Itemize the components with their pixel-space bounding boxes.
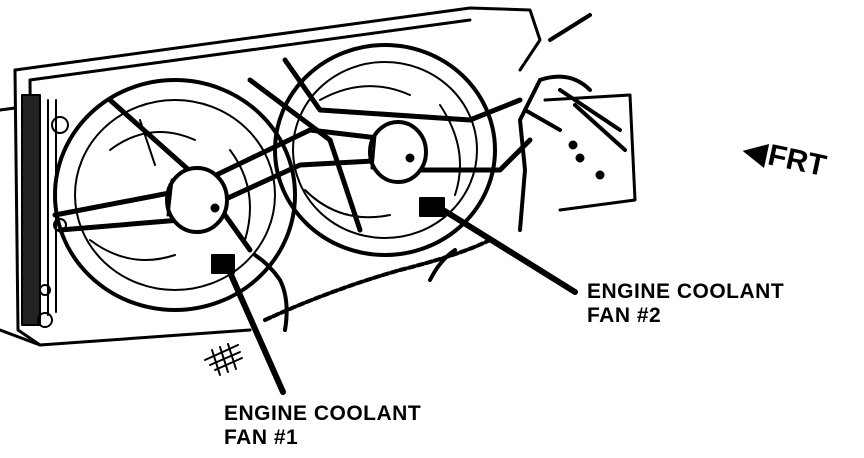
callout-fan-2-line2: FAN #2 bbox=[587, 304, 662, 327]
callout-fan-1-line2: FAN #1 bbox=[224, 426, 299, 449]
hatch-mark bbox=[204, 343, 243, 376]
leader-line-fan-1 bbox=[225, 265, 286, 395]
body-panel bbox=[543, 93, 637, 212]
leader-line-fan-2 bbox=[437, 205, 578, 295]
callout-fan-1: ENGINE COOLANT FAN #1 bbox=[224, 402, 421, 450]
fan-1-motor bbox=[165, 166, 229, 234]
callout-fan-1-line1: ENGINE COOLANT bbox=[224, 402, 422, 425]
radiator-frame bbox=[0, 6, 542, 347]
callout-fan-2: ENGINE COOLANT FAN #2 bbox=[587, 280, 784, 328]
callout-fan-2-line1: ENGINE COOLANT bbox=[587, 280, 785, 303]
wiring-harness bbox=[253, 13, 627, 332]
fan-2-shroud bbox=[273, 43, 497, 257]
fan-2-motor bbox=[368, 120, 428, 184]
